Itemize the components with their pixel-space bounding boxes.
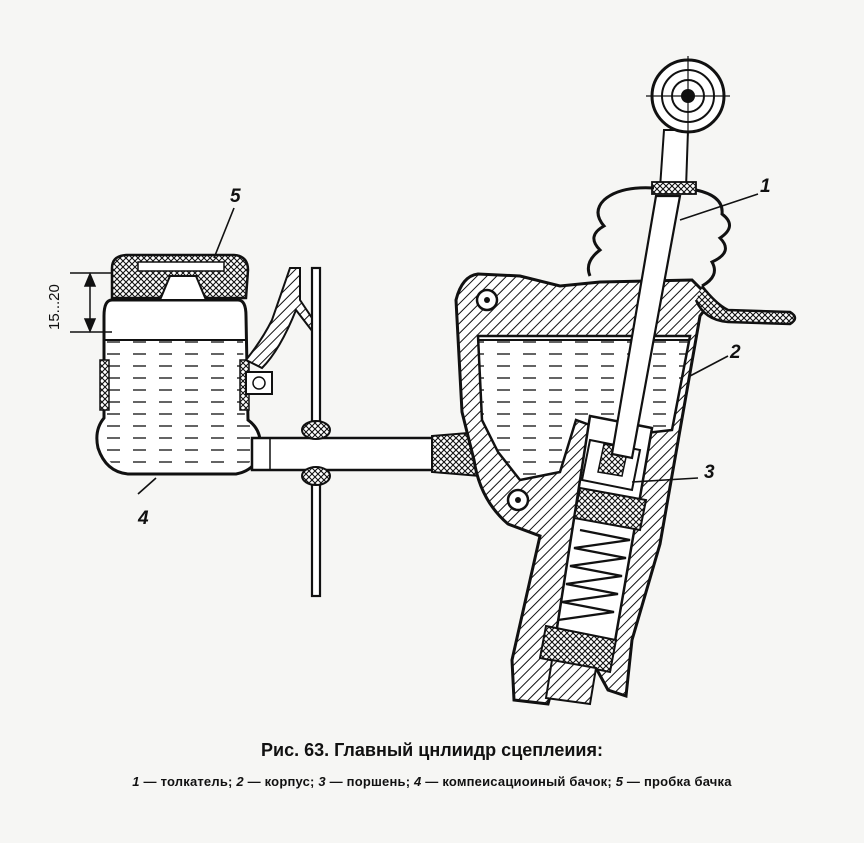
legend-item-2: 2 — корпус; <box>236 774 315 789</box>
reservoir <box>95 298 262 476</box>
reservoir-cap <box>110 253 250 301</box>
figure-legend: 1 — толкатель; 2 — корпус; 3 — поршень; … <box>0 774 864 789</box>
callout-4: 4 <box>138 508 149 529</box>
legend-item-4: 4 — компеисациоиный бачок; <box>414 774 612 789</box>
return-spring <box>557 528 631 622</box>
callout-3: 3 <box>704 462 715 483</box>
leader-lines <box>137 193 759 495</box>
callout-5: 5 <box>230 186 241 207</box>
figure-caption: Рис. 63. Главный цнлиидр сцеплеиия: <box>261 740 603 760</box>
callout-1: 1 <box>760 176 771 197</box>
callout-2: 2 <box>730 342 741 363</box>
dimension-label: 15...20 <box>46 284 63 330</box>
legend-item-5: 5 — пробка бачка <box>615 774 732 789</box>
legend-item-3: 3 — поршень; <box>318 774 411 789</box>
feed-pipe <box>250 420 501 486</box>
dimension-marker <box>70 272 112 333</box>
cylinder-plug <box>538 624 618 706</box>
rubber-boot <box>586 186 797 326</box>
push-rod <box>610 56 730 460</box>
legend-item-1: 1 — толкатель; <box>132 774 233 789</box>
